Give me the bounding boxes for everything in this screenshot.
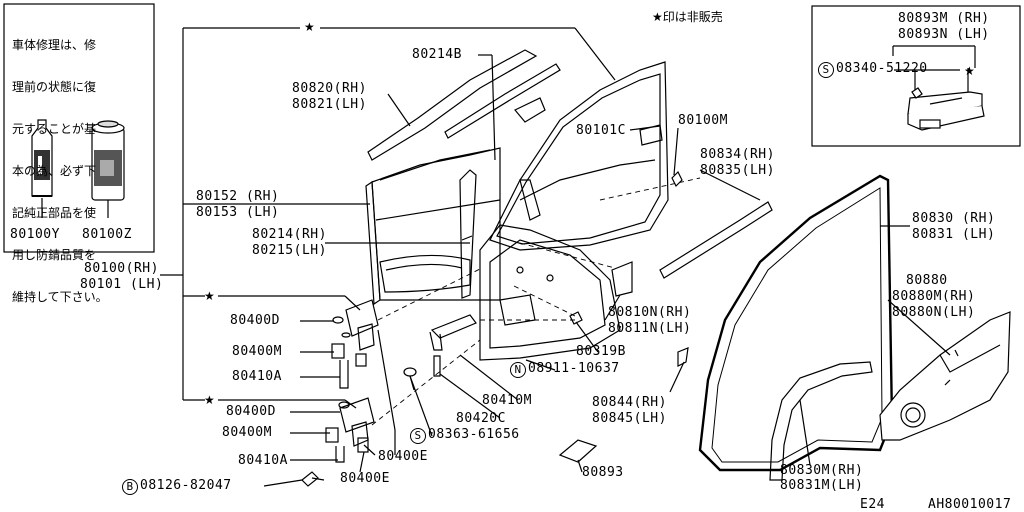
window-moulding-strip [367, 49, 561, 161]
door-sash-frame [489, 61, 669, 251]
note-line: 車体修理は、修 [12, 38, 97, 52]
star-icon: ★ [204, 393, 215, 407]
label-80152: 80152 (RH) [196, 189, 280, 204]
label-80835: 80835(LH) [700, 163, 775, 178]
sill-pad [558, 439, 598, 463]
inset-screw: 08340-51220 [836, 61, 928, 76]
inner-door-panel [479, 224, 621, 361]
label-80100rh: 80100(RH) [84, 261, 159, 276]
label-80893: 80893 [582, 465, 624, 480]
label-80420c: 80420C [456, 411, 506, 426]
nut-part [569, 311, 583, 325]
b-code-icon: B [122, 479, 138, 495]
label-80400e-lower: 80400E [340, 471, 390, 486]
label-80410a-lower: 80410A [238, 453, 288, 468]
note-line: 維持して下さい。 [12, 290, 108, 304]
label-80214b: 80214B [412, 47, 462, 62]
label-80830: 80830 (RH) [912, 211, 996, 226]
b-part-number: 08126-82047 [140, 478, 232, 493]
label-80410m: 80410M [482, 393, 532, 408]
lower-sill-seal [769, 361, 873, 481]
label-80101c: 80101C [576, 123, 626, 138]
label-80153: 80153 (LH) [196, 205, 280, 220]
label-80101lh: 80101 (LH) [80, 277, 164, 292]
screw-code-icon: S [818, 62, 834, 78]
label-80811n: 80811N(LH) [608, 321, 692, 336]
label-80100m: 80100M [678, 113, 728, 128]
upper-hinge [331, 299, 379, 389]
note-line: 元することが基 [12, 122, 97, 136]
label-80810n: 80810N(RH) [608, 305, 692, 320]
spray-can-icon [91, 120, 125, 218]
label-80400m-upper: 80400M [232, 344, 282, 359]
label-80215: 80215(LH) [252, 243, 327, 258]
small-bracket [677, 347, 689, 367]
drawing-id: AH80010017 [928, 497, 1012, 512]
repair-note-box [3, 3, 155, 253]
note-line: 記純正部品を使 [12, 206, 97, 220]
inset-part-lh: 80893N (LH) [898, 27, 990, 42]
label-80831: 80831 (LH) [912, 227, 996, 242]
hinge-bolt-part [301, 471, 325, 487]
door-opening-seal [698, 174, 894, 472]
label-80410a-upper: 80410A [232, 369, 282, 384]
repair-note-text: 車体修理は、修 理前の状態に復 元することが基 本の為、必ず下 記純正部品を使 … [12, 10, 108, 318]
label-80400e-upper: 80400E [378, 449, 428, 464]
label-80880n: 80880N(LH) [892, 305, 976, 320]
star-icon: ★ [304, 20, 315, 34]
s-code-icon: S [410, 428, 426, 444]
n-code-icon: N [510, 362, 526, 378]
label-80831m: 80831M(LH) [780, 478, 864, 493]
lower-hinge [325, 397, 375, 463]
label-80400m-lower: 80400M [222, 425, 272, 440]
label-80844: 80844(RH) [592, 395, 667, 410]
label-80880: 80880 [906, 273, 948, 288]
s-part-number: 08363-61656 [428, 427, 520, 442]
label-80100y: 80100Y [10, 227, 60, 242]
label-80830m: 80830M(RH) [780, 463, 864, 478]
page-code: E24 [860, 497, 885, 512]
label-80820: 80820(RH) [292, 81, 367, 96]
door-pad [611, 261, 633, 297]
label-80319b: 80319B [576, 344, 626, 359]
label-80400d-lower: 80400D [226, 404, 276, 419]
door-check-link [429, 314, 477, 351]
bolt [433, 355, 441, 377]
note-line: 本の為、必ず下 [12, 164, 97, 178]
non-sale-note: ★印は非販売 [652, 10, 723, 24]
label-80880m: 80880M(RH) [892, 289, 976, 304]
belt-weatherstrip [659, 201, 773, 279]
star-icon: ★ [964, 64, 975, 78]
label-80834: 80834(RH) [700, 147, 775, 162]
label-80845: 80845(LH) [592, 411, 667, 426]
door-trim-panel [879, 311, 1011, 441]
inset-part-rh: 80893M (RH) [898, 11, 990, 26]
door-weatherstrip [459, 169, 477, 299]
n-part-number: 08911-10637 [528, 361, 620, 376]
sealant-tube-icon [31, 119, 53, 218]
label-80400d-upper: 80400D [230, 313, 280, 328]
note-line: 理前の状態に復 [12, 80, 97, 94]
label-80100z: 80100Z [82, 227, 132, 242]
inset-clip-part [907, 91, 985, 131]
label-80214: 80214(RH) [252, 227, 327, 242]
clip-inset-box [811, 5, 1021, 147]
star-icon: ★ [204, 289, 215, 303]
note-line: 用し防錆品質を [12, 248, 97, 262]
label-80821: 80821(LH) [292, 97, 367, 112]
